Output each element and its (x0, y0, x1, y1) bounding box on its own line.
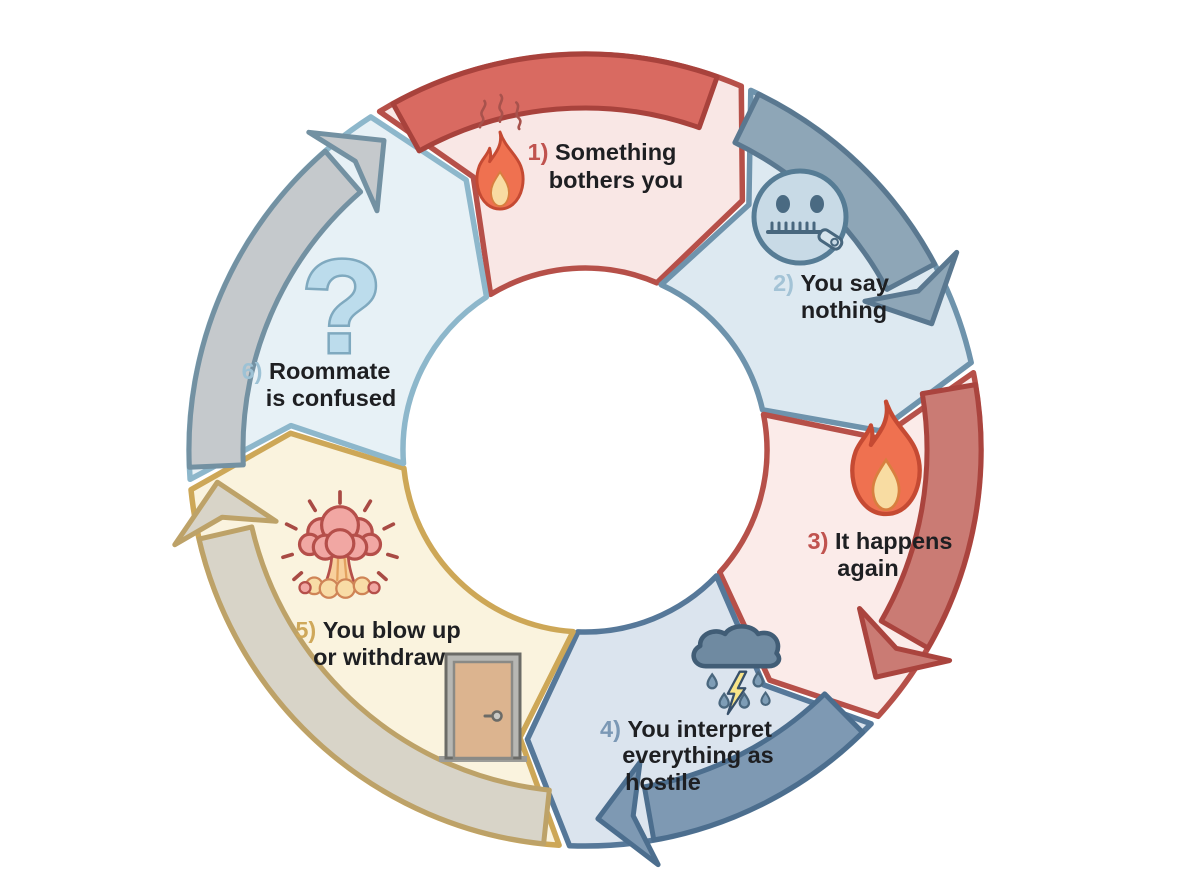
step-3-number: 3) (808, 528, 829, 554)
step-4-number: 4) (600, 716, 621, 742)
step-4-label-line-3: hostile (625, 769, 701, 795)
step-1-label-line-2: bothers you (549, 167, 683, 193)
step-4-label-line-1: 4) You interpret (600, 716, 772, 742)
step-6-label-line-1: 6) Roommate (242, 358, 391, 384)
step-1-number: 1) (528, 139, 549, 165)
step-4-label-line-2: everything as (622, 742, 774, 768)
step-1-label-line-1: 1) Something (528, 139, 677, 165)
step-3-label-line-2: again (837, 555, 898, 581)
flow-arrowhead-3 (857, 606, 953, 680)
step-5-number: 5) (295, 617, 316, 643)
step-2-number: 2) (773, 270, 794, 296)
flow-band-3 (878, 382, 984, 651)
flow-band-4 (641, 691, 866, 843)
step-2-label-line-2: nothing (801, 297, 887, 323)
flow-arrowhead-2 (862, 249, 960, 327)
step-5-label-line-1: 5) You blow up (295, 617, 460, 643)
step-2-label-line-1: 2) You say (773, 270, 889, 296)
flow-band-5 (196, 524, 552, 847)
door-icon (437, 652, 529, 764)
flow-arrowhead-5 (172, 479, 279, 548)
step-6-label-line-2: is confused (266, 385, 397, 411)
flow-band-6 (186, 148, 364, 470)
flow-arrowhead-4 (595, 759, 661, 868)
flow-arrows-layer (172, 51, 984, 868)
flow-arrowhead-6 (306, 129, 387, 214)
zipper-mouth-icon (754, 171, 846, 263)
step-3-label-line-1: 3) It happens (808, 528, 953, 554)
step-5-label-line-2: or withdraw (313, 644, 446, 670)
step-6-number: 6) (242, 358, 263, 384)
